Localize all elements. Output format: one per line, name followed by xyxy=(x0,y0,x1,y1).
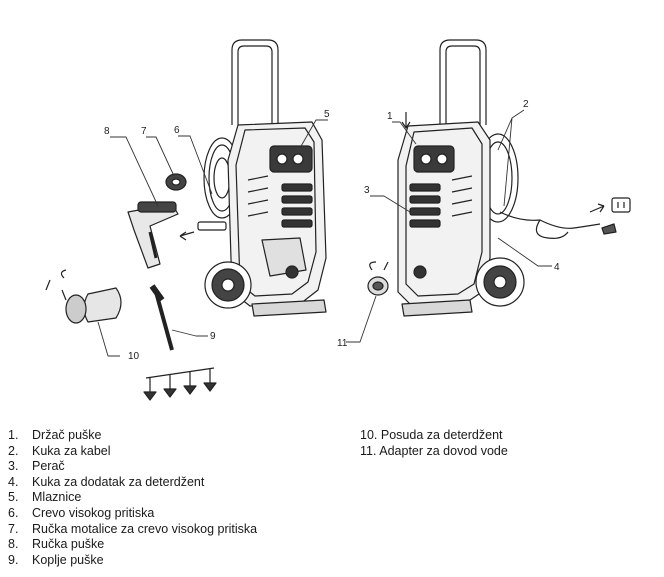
legend-item: 9.Koplje puške xyxy=(8,552,104,567)
callout-6: 6 xyxy=(174,125,180,136)
front-unit-drawing xyxy=(179,39,327,317)
parts-legend-left: 1.Držač puške 2.Kuka za kabel 3.Perač 4.… xyxy=(8,428,257,568)
legend-item: 11. Adapter za dovod vode xyxy=(360,443,508,458)
legend-item: 5.Mlaznice xyxy=(8,490,82,505)
callout-5: 5 xyxy=(324,109,330,120)
callout-7: 7 xyxy=(141,126,147,137)
callout-8: 8 xyxy=(104,126,110,137)
callout-1: 1 xyxy=(387,111,393,122)
callout-11: 11 xyxy=(337,338,348,349)
parts-legend-right: 10. Posuda za deterdžent 11. Adapter za … xyxy=(360,428,508,459)
legend-item: 7.Ručka motalice za crevo visokog pritis… xyxy=(8,521,258,536)
legend-item: 4.Kuka za dodatak za deterdžent xyxy=(8,474,205,489)
callout-10: 10 xyxy=(128,351,140,362)
legend-item: 6.Crevo visokog pritiska xyxy=(8,505,155,520)
legend-item: 8.Ručka puške xyxy=(8,537,105,552)
legend-item: 10. Posuda za deterdžent xyxy=(360,428,503,442)
legend-item: 1.Držač puške xyxy=(8,428,102,442)
pressure-washer-exploded-diagram: 8 7 6 5 9 10 1 2 3 4 11 xyxy=(45,39,631,401)
callout-3: 3 xyxy=(364,185,370,196)
legend-item: 3.Perač xyxy=(8,459,65,474)
rear-unit-drawing xyxy=(367,39,631,317)
spray-gun-drawing xyxy=(45,173,217,401)
callout-2: 2 xyxy=(523,99,529,110)
callout-9: 9 xyxy=(210,331,216,342)
callout-4: 4 xyxy=(554,262,560,273)
legend-item: 2.Kuka za kabel xyxy=(8,443,111,458)
